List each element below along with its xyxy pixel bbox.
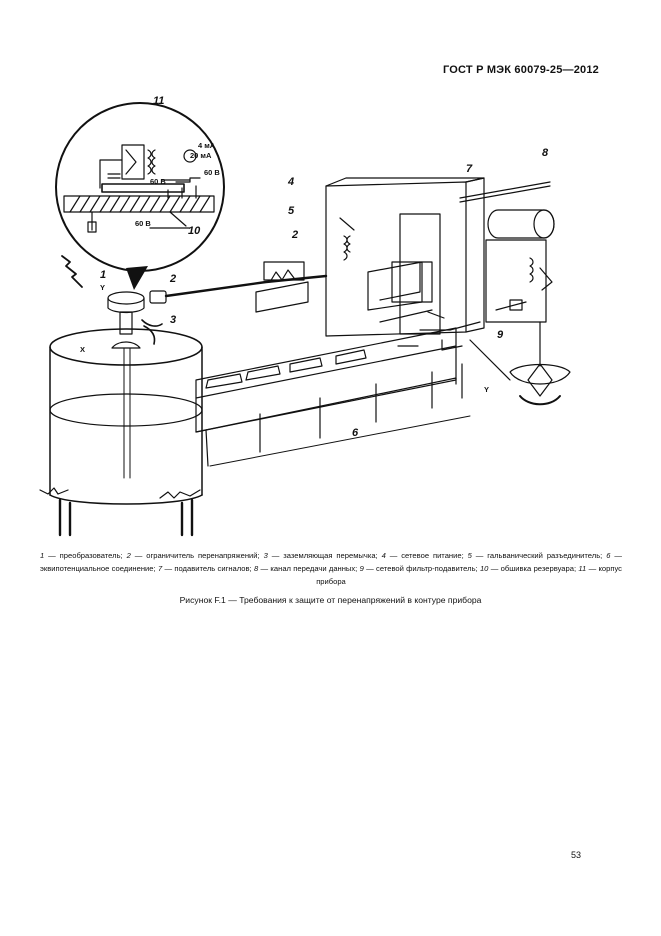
callout-6: 6 bbox=[352, 427, 359, 439]
legend-item-6: 6 — эквипотенциальное соединение; bbox=[40, 551, 622, 573]
callout-5: 5 bbox=[288, 205, 295, 217]
legend-item-10: 10 — обшивка резервуара; bbox=[479, 564, 579, 573]
callout-4: 4 bbox=[287, 176, 294, 188]
callout-3: 3 bbox=[170, 314, 176, 326]
inset-voltage-a: 60 В bbox=[204, 168, 220, 177]
callout-1: 1 bbox=[100, 269, 106, 281]
inset-pointer bbox=[126, 266, 148, 290]
legend-item-9: 9 — сетевой фильтр-подавитель; bbox=[359, 564, 480, 573]
callout-2-bracket: 2 bbox=[291, 229, 298, 241]
pump-unit bbox=[485, 209, 555, 323]
figure-legend: 1 — преобразователь; 2 — ограничитель пе… bbox=[40, 549, 622, 588]
callout-9: 9 bbox=[497, 329, 504, 341]
sensor-transmitter bbox=[107, 291, 163, 479]
zone-y-sensor-label: Y bbox=[100, 283, 105, 292]
surge-limiter-bracket bbox=[255, 261, 309, 313]
network-filter-cabling bbox=[397, 321, 511, 381]
data-line bbox=[459, 181, 551, 203]
surge-limiter-sensor bbox=[149, 290, 167, 304]
legend-item-4: 4 — сетевое питание; bbox=[381, 551, 468, 560]
signal-cable bbox=[164, 274, 328, 298]
lightning-bolt-icon bbox=[61, 255, 83, 288]
ground-electrode bbox=[509, 321, 571, 406]
legend-item-8: 8 — канал передачи данных; bbox=[253, 564, 360, 573]
legend-item-11: 11 — корпус прибора bbox=[316, 564, 622, 586]
inset-magnified-view bbox=[55, 102, 225, 272]
callout-2-sensor: 2 bbox=[169, 273, 176, 285]
legend-item-7: 7 — подавитель сигналов; bbox=[157, 564, 254, 573]
figure-caption: Рисунок F.1 — Требования к защите от пер… bbox=[179, 595, 482, 605]
page-number: 53 bbox=[571, 850, 582, 860]
legend-item-5: 5 — гальванический разъединитель; bbox=[467, 551, 607, 560]
inset-voltage-b: 60 В bbox=[150, 177, 166, 186]
tank bbox=[39, 328, 203, 537]
legend-item-3: 3 — заземляющая перемычка; bbox=[263, 551, 382, 560]
legend-item-2: 2 — ограничитель перенапряжений; bbox=[126, 551, 264, 560]
callout-7: 7 bbox=[466, 163, 473, 175]
callout-8: 8 bbox=[542, 147, 549, 159]
callout-10: 10 bbox=[188, 225, 201, 237]
inset-current-bottom: 20 мА bbox=[190, 151, 212, 160]
overvoltage-protection-diagram: 11 1 2 3 4 5 2 7 8 9 6 10 X Y Y 4 мА 20 … bbox=[39, 95, 571, 537]
zone-y-line-label: Y bbox=[484, 385, 489, 394]
equipotential-trough bbox=[195, 327, 471, 467]
zone-x-label: X bbox=[80, 345, 85, 354]
callout-11: 11 bbox=[153, 95, 164, 107]
legend-item-1: 1 — преобразователь; bbox=[40, 551, 127, 560]
inset-voltage-c: 60 В bbox=[135, 219, 151, 228]
control-cabinet bbox=[325, 177, 485, 337]
inset-current-top: 4 мА bbox=[198, 141, 216, 150]
document-standard-header: ГОСТ Р МЭК 60079-25—2012 bbox=[442, 64, 599, 76]
